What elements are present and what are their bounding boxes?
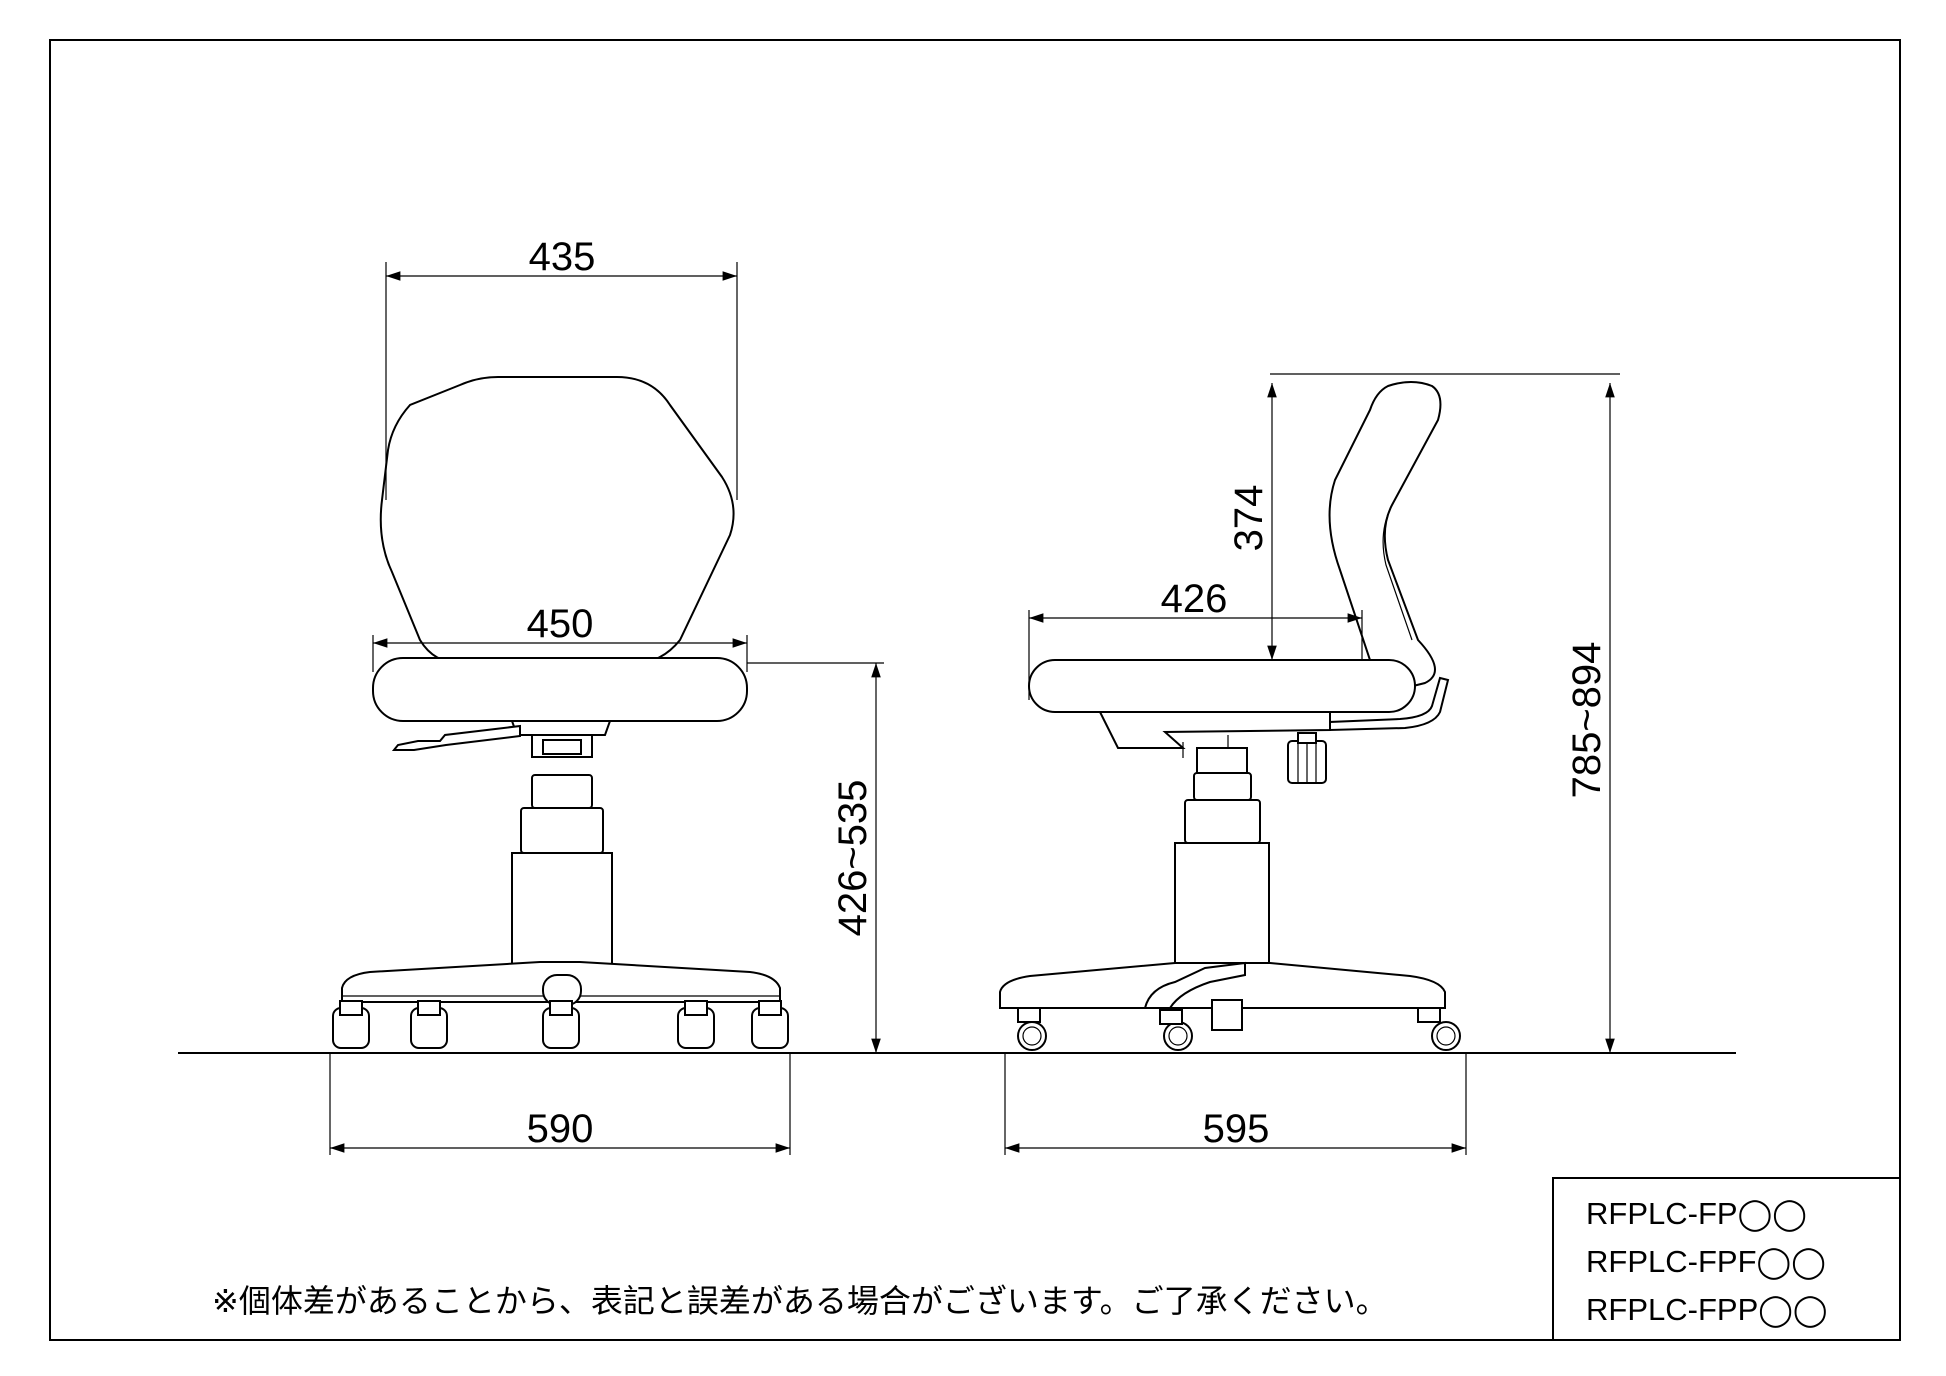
front-mechanism <box>510 720 612 736</box>
side-cylinder-upper <box>1193 772 1252 801</box>
dim-side-seat-depth: 426 <box>1161 577 1228 621</box>
side-backrest <box>1328 381 1442 690</box>
side-cylinder-lower <box>1174 842 1270 964</box>
model-number-1: RFPLC-FP◯◯ <box>1586 1196 1807 1232</box>
model-number-box <box>1552 1177 1901 1341</box>
side-base <box>999 962 1446 1009</box>
dim-side-base-depth: 595 <box>1203 1107 1270 1151</box>
side-casters <box>1017 1007 1461 1051</box>
model-number-3: RFPLC-FPP◯◯ <box>1586 1292 1828 1328</box>
dim-front-back-width: 435 <box>529 235 596 279</box>
side-dimensions <box>1004 373 1620 1155</box>
side-mechanism <box>1098 711 1331 749</box>
front-cylinder-upper <box>531 774 593 809</box>
model-number-2: RFPLC-FPF◯◯ <box>1586 1244 1826 1280</box>
dim-side-total-height: 785~894 <box>1565 642 1609 799</box>
dim-front-seat-height: 426~535 <box>831 780 875 937</box>
front-view-chair <box>332 376 789 1049</box>
front-cylinder-lower <box>511 852 613 966</box>
side-view-chair <box>999 381 1461 1051</box>
side-seat <box>1028 659 1416 713</box>
front-dimensions <box>329 262 884 1155</box>
front-lever <box>391 724 521 751</box>
dim-front-seat-width: 450 <box>527 602 594 646</box>
drawing-border <box>49 39 1901 1341</box>
dim-side-back-height: 374 <box>1227 485 1271 552</box>
front-seat <box>372 657 748 722</box>
disclaimer-note: ※個体差があることから、表記と誤差がある場合がございます。ご了承ください。 <box>212 1282 1388 1320</box>
dim-front-base-width: 590 <box>527 1107 594 1151</box>
side-cylinder-head <box>1196 747 1248 774</box>
front-casters <box>332 1000 789 1049</box>
